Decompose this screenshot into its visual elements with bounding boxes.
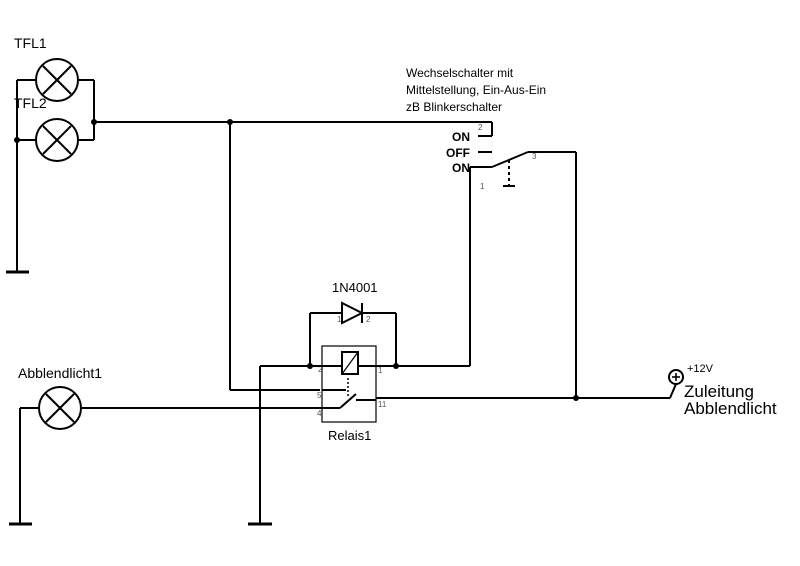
diode-pin-2: 2 <box>366 315 371 324</box>
lamp-tfl2-label: TFL2 <box>14 95 47 111</box>
relay-pin-5: 5 <box>317 391 322 400</box>
changeover-switch <box>478 135 576 187</box>
switch-wiring <box>469 152 577 398</box>
diode-pin-1: 1 <box>337 315 342 324</box>
switch-pin-2: 2 <box>478 123 483 132</box>
switch-position-on-bottom: ON <box>452 161 470 175</box>
junction-dots <box>14 119 579 401</box>
switch-description-line2: Mittelstellung, Ein-Aus-Ein <box>406 83 546 97</box>
supply-terminal-icon <box>668 369 684 399</box>
switch-position-on-top: ON <box>452 130 470 144</box>
lamp-abblendlicht-label: Abblendlicht1 <box>18 365 102 381</box>
relay-label: Relais1 <box>328 428 371 443</box>
lamp-tfl1-label: TFL1 <box>14 35 47 51</box>
lamp-abblendlicht <box>19 386 82 524</box>
switch-pin-1: 1 <box>480 182 485 191</box>
diode-1n4001 <box>309 301 397 366</box>
switch-description-line3: zB Blinkerschalter <box>406 100 502 114</box>
switch-pin-3: 3 <box>532 152 537 161</box>
relay-pin-11: 11 <box>378 400 387 409</box>
relay-pin-1: 1 <box>378 366 383 375</box>
tfl-wiring <box>16 79 493 391</box>
switch-position-off: OFF <box>446 146 470 160</box>
relay-pin-4: 4 <box>317 409 322 418</box>
relay-wiring <box>82 365 670 524</box>
supply-label-line2: Abblendlicht <box>684 399 777 418</box>
diode-label: 1N4001 <box>332 280 378 295</box>
supply-label-line1: Zuleitung <box>684 382 754 401</box>
relay-pin-2: 2 <box>318 365 323 374</box>
lamp-tfl2 <box>35 118 79 162</box>
switch-description-line1: Wechselschalter mit <box>406 66 514 80</box>
supply-voltage-label: +12V <box>687 363 714 375</box>
relay <box>321 345 377 423</box>
